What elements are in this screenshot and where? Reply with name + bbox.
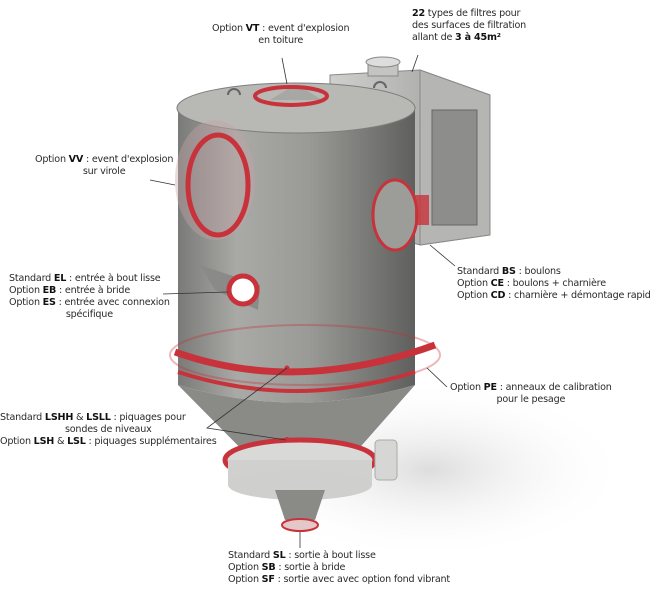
- annotation-text: Option: [457, 290, 491, 301]
- option-code: 3 à 45m²: [455, 32, 501, 43]
- option-code: CD: [490, 290, 506, 301]
- option-code: LSH: [33, 436, 55, 447]
- annotation-line: Option ES : entrée avec connexion: [9, 297, 170, 309]
- annotation-text: Standard: [9, 273, 54, 284]
- annotation-text: Option: [228, 562, 262, 573]
- annotation-text: : entrée avec connexion: [55, 297, 170, 308]
- annotation-text: Standard: [0, 412, 45, 423]
- annotation-text: Option: [457, 278, 491, 289]
- annotation-text: : event d'explosion: [259, 23, 350, 34]
- annotation-text: Option: [9, 285, 43, 296]
- annotation-line: Option SB : sortie à bride: [228, 562, 450, 574]
- option-code: 22: [412, 8, 425, 19]
- option-code: LSHH: [44, 412, 74, 423]
- option-code: CE: [490, 278, 504, 289]
- annotation-text: Option: [228, 574, 262, 585]
- option-code: VV: [68, 154, 84, 165]
- annotation-line: pour le pesage: [450, 394, 612, 406]
- annotation-text: Option: [35, 154, 69, 165]
- annotation-text: : charnière + démontage rapide: [505, 290, 650, 301]
- option-code: LSLL: [86, 412, 111, 423]
- annotation-text: &: [54, 436, 68, 447]
- annotation-line: Option CD : charnière + démontage rapide: [457, 290, 650, 302]
- annotation-text: sondes de niveaux: [64, 424, 152, 435]
- annotation-text: : event d'explosion: [83, 154, 174, 165]
- silo-roof: [176, 82, 416, 134]
- annotation-text: &: [73, 412, 87, 423]
- annotation-text: sur virole: [82, 166, 126, 177]
- annotation-line: spécifique: [9, 309, 170, 321]
- annotation-text: : boulons: [515, 266, 561, 277]
- annotation-line: Standard BS : boulons: [457, 266, 650, 278]
- annotation-text: Option: [212, 23, 246, 34]
- annotation-text: allant de: [412, 32, 456, 43]
- annotation-text: : boulons + charnière: [503, 278, 606, 289]
- annotation-line: Standard SL : sortie à bout lisse: [228, 550, 450, 562]
- annotation-text: spécifique: [65, 309, 113, 320]
- annotation-line: Standard LSHH & LSLL : piquages pour: [0, 412, 217, 424]
- option-code: LSL: [67, 436, 86, 447]
- annotation-line: Standard EL : entrée à bout lisse: [9, 273, 170, 285]
- annotation-text: Standard: [228, 550, 273, 561]
- annotation-line: Option CE : boulons + charnière: [457, 278, 650, 290]
- annotation-text: des surfaces de filtration: [412, 20, 527, 31]
- annotation-line: sondes de niveaux: [0, 424, 217, 436]
- annotation-text: : sortie à bout lisse: [285, 550, 376, 561]
- annotation-text: pour le pesage: [496, 394, 566, 405]
- annotation-line: 22 types de filtres pour: [412, 8, 526, 20]
- option-code: VT: [245, 23, 260, 34]
- option-code: ES: [42, 297, 56, 308]
- annotation-text: Standard: [457, 266, 502, 277]
- annotation-line: des surfaces de filtration: [412, 20, 526, 32]
- annotation-text: : piquages pour: [110, 412, 186, 423]
- annotation-text: : sortie avec avec option fond vibrant: [274, 574, 451, 585]
- option-code: SL: [272, 550, 286, 561]
- option-code: PE: [483, 382, 497, 393]
- outlet-flange: [281, 518, 319, 532]
- leader-lines: [149, 54, 456, 548]
- side-vent-ring: [185, 132, 251, 238]
- silo-cone: [178, 385, 415, 475]
- annotation-line: sur virole: [35, 166, 173, 178]
- roof-vent-ring: [253, 85, 329, 107]
- annotation-text: Option: [0, 436, 34, 447]
- option-code: EB: [42, 285, 57, 296]
- annotation-line: Option VV : event d'explosion: [35, 154, 173, 166]
- annotation-line: allant de 3 à 45m²: [412, 32, 526, 44]
- annotation-text: : entrée à bout lisse: [66, 273, 161, 284]
- annotation-text: Option: [450, 382, 484, 393]
- annotation-line: en toiture: [212, 35, 349, 47]
- option-code: SB: [261, 562, 276, 573]
- annotation-line: Option LSH & LSL : piquages supplémentai…: [0, 436, 217, 448]
- calibration-ring: [173, 341, 437, 376]
- vibrator-motor: [374, 439, 398, 481]
- inspection-door: [371, 178, 419, 252]
- annotation-text: : anneaux de calibration: [496, 382, 612, 393]
- silo-shell: [178, 110, 415, 403]
- annotation-text: Option: [9, 297, 43, 308]
- annotation-text: types de filtres pour: [424, 8, 521, 19]
- annotation-text: en toiture: [258, 35, 304, 46]
- annotation-line: Option VT : event d'explosion: [212, 23, 350, 35]
- inlet-flange: [226, 273, 260, 307]
- annotation-text: : sortie à bride: [275, 562, 346, 573]
- option-code: BS: [501, 266, 516, 277]
- annotation-line: Option SF : sortie avec avec option fond…: [228, 574, 450, 586]
- annotation-line: Option PE : anneaux de calibration: [450, 382, 612, 394]
- annotation-text: : piquages supplémentaires: [85, 436, 217, 447]
- option-code: SF: [261, 574, 275, 585]
- annotation-text: : entrée à bride: [56, 285, 131, 296]
- annotation-line: Option EB : entrée à bride: [9, 285, 170, 297]
- option-code: EL: [53, 273, 67, 284]
